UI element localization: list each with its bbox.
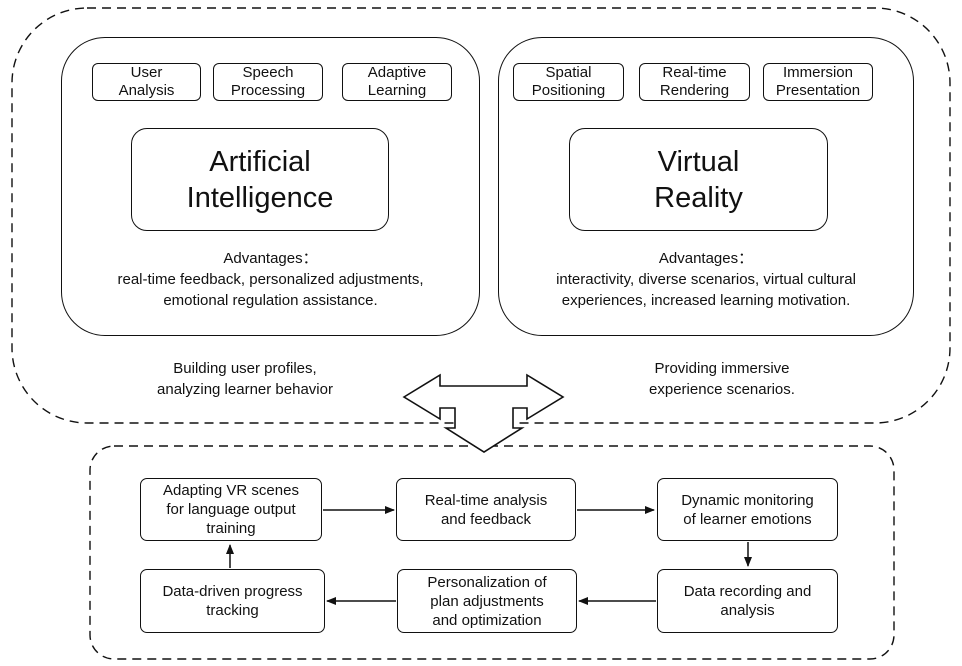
step-line: tracking [206, 602, 259, 619]
advantages-line: experiences, increased learning motivati… [561, 292, 851, 309]
advantages-line: emotional regulation assistance. [163, 292, 378, 309]
step-line: Adapting VR scenes [163, 482, 299, 499]
step-data-driven-tracking: Data-driven progress tracking [140, 569, 325, 633]
step-line: plan adjustments [430, 592, 544, 610]
step-line: Data recording and [683, 583, 812, 600]
step-line: Data-driven progress [162, 583, 303, 600]
tag-line: Speech [242, 64, 294, 81]
advantages-line: Advantages： [658, 250, 754, 267]
note-line: analyzing learner behavior [157, 381, 333, 398]
tag-line: Processing [230, 82, 306, 99]
note-line: experience scenarios. [649, 381, 795, 398]
tag-line: Immersion [782, 64, 853, 81]
step-line: and feedback [440, 510, 532, 528]
tag-line: Positioning [531, 82, 606, 99]
advantages-line: Advantages： [223, 250, 318, 267]
tag-line: Spatial [545, 64, 592, 81]
advantages-line: interactivity, diverse scenarios, virtua… [556, 271, 856, 288]
step-line: Personalization of [427, 573, 547, 591]
three-way-hollow-arrow [402, 373, 565, 453]
step-adapting-vr-scenes: Adapting VR scenes for language output tra… [140, 478, 322, 541]
step-line: for language output [166, 501, 296, 518]
advantages-line: real-time feedback, personalized adjustm… [117, 271, 424, 288]
step-line: analysis [720, 602, 775, 619]
ai-panel [61, 37, 480, 336]
step-line: training [206, 520, 256, 537]
tag-line: Real-time [662, 64, 727, 81]
step-line: Real-time analysis [424, 491, 548, 509]
step-data-recording: Data recording and analysis [657, 569, 838, 633]
step-line: of learner emotions [683, 510, 812, 528]
tag-line: Rendering [659, 82, 730, 99]
tag-line: Adaptive [367, 64, 427, 81]
note-line: Building user profiles, [173, 360, 317, 377]
vr-note: Providing immersive experience scenarios… [597, 358, 847, 400]
tag-line: User [130, 64, 163, 81]
core-title-line: Artificial [209, 145, 311, 178]
note-line: Providing immersive [654, 360, 790, 377]
core-title-line: Virtual [657, 145, 740, 178]
ai-note: Building user profiles, analyzing learne… [110, 358, 380, 400]
step-line: and optimization [432, 611, 542, 629]
core-title-line: Intelligence [186, 181, 334, 214]
tag-line: Analysis [118, 82, 175, 99]
core-title-line: Reality [654, 181, 743, 214]
tag-line: Presentation [775, 82, 861, 99]
step-line: Dynamic monitoring [681, 491, 814, 509]
vr-panel [498, 37, 914, 336]
tag-line: Learning [367, 82, 427, 99]
vr-advantages: Advantages： interactivity, diverse scena… [501, 248, 911, 311]
ai-advantages: Advantages： real-time feedback, personal… [64, 248, 477, 311]
